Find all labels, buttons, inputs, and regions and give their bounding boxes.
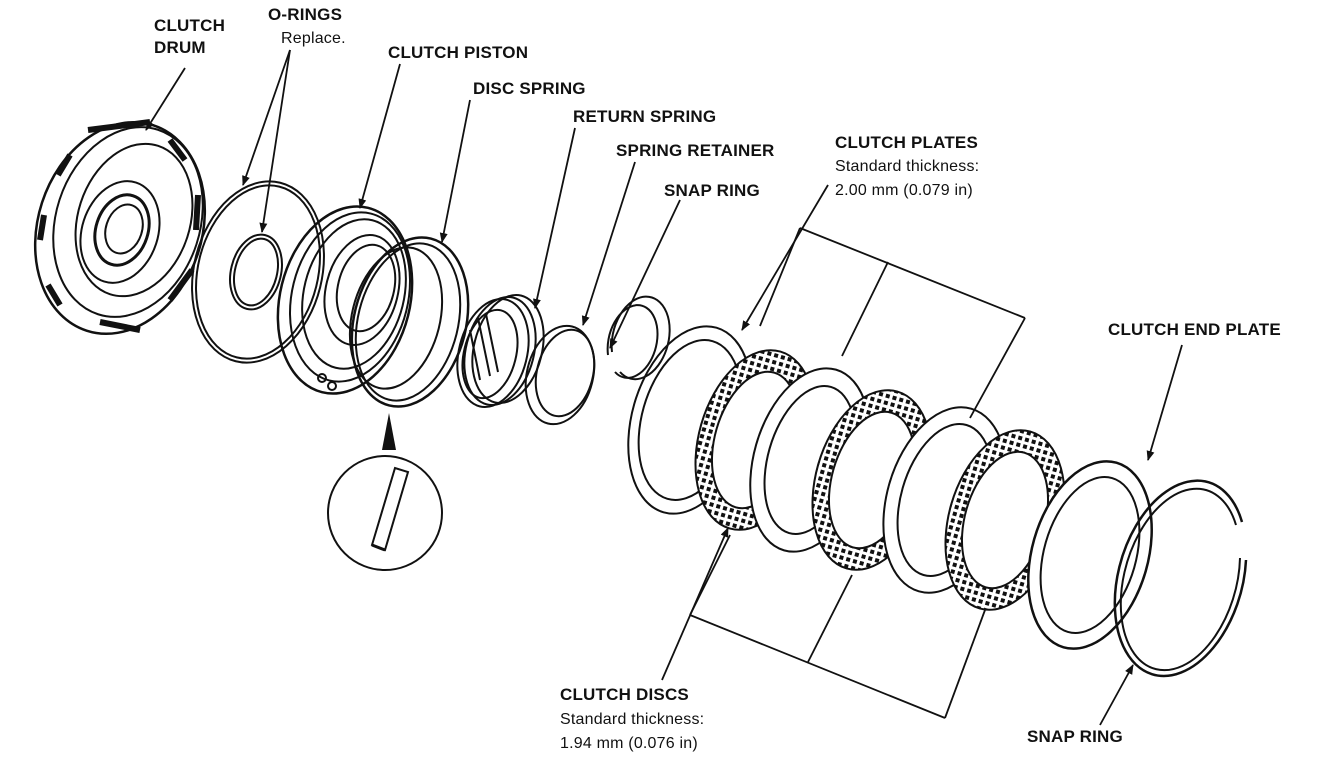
label-clutch-plates: CLUTCH PLATES xyxy=(835,133,978,152)
label-clutch-drum-line1: CLUTCH xyxy=(154,16,226,35)
label-clutch-piston: CLUTCH PISTON xyxy=(388,43,529,62)
snap-ring-lower xyxy=(1113,479,1248,678)
label-clutch-end-plate: CLUTCH END PLATE xyxy=(1108,320,1281,339)
label-clutch-plates-std: Standard thickness: xyxy=(835,158,980,175)
leader-lines xyxy=(145,49,1183,726)
label-snap-ring-upper: SNAP RING xyxy=(664,181,760,200)
label-snap-ring-lower: SNAP RING xyxy=(1027,727,1123,746)
label-clutch-discs-value: 1.94 mm (0.076 in) xyxy=(560,735,698,752)
label-clutch-drum: CLUTCH DRUM xyxy=(154,15,225,59)
spring-retainer xyxy=(524,324,596,426)
label-o-rings-note: Replace. xyxy=(281,30,346,47)
snap-ring-upper xyxy=(606,295,671,381)
disc-spring xyxy=(348,236,470,408)
label-disc-spring: DISC SPRING xyxy=(473,79,586,98)
label-clutch-plates-value: 2.00 mm (0.079 in) xyxy=(835,182,973,199)
label-spring-retainer: SPRING RETAINER xyxy=(616,141,775,160)
o-rings xyxy=(191,180,325,364)
label-o-rings: O-RINGS xyxy=(268,5,343,24)
label-clutch-discs: CLUTCH DISCS xyxy=(560,685,689,704)
label-clutch-discs-std: Standard thickness: xyxy=(560,711,705,728)
section-detail xyxy=(327,413,443,571)
clutch-pack xyxy=(627,325,1153,650)
label-clutch-drum-line2: DRUM xyxy=(154,38,206,57)
discs-bracket xyxy=(689,534,986,719)
clutch-piston xyxy=(276,205,414,395)
clutch-drum xyxy=(33,119,207,336)
label-return-spring: RETURN SPRING xyxy=(573,107,717,126)
